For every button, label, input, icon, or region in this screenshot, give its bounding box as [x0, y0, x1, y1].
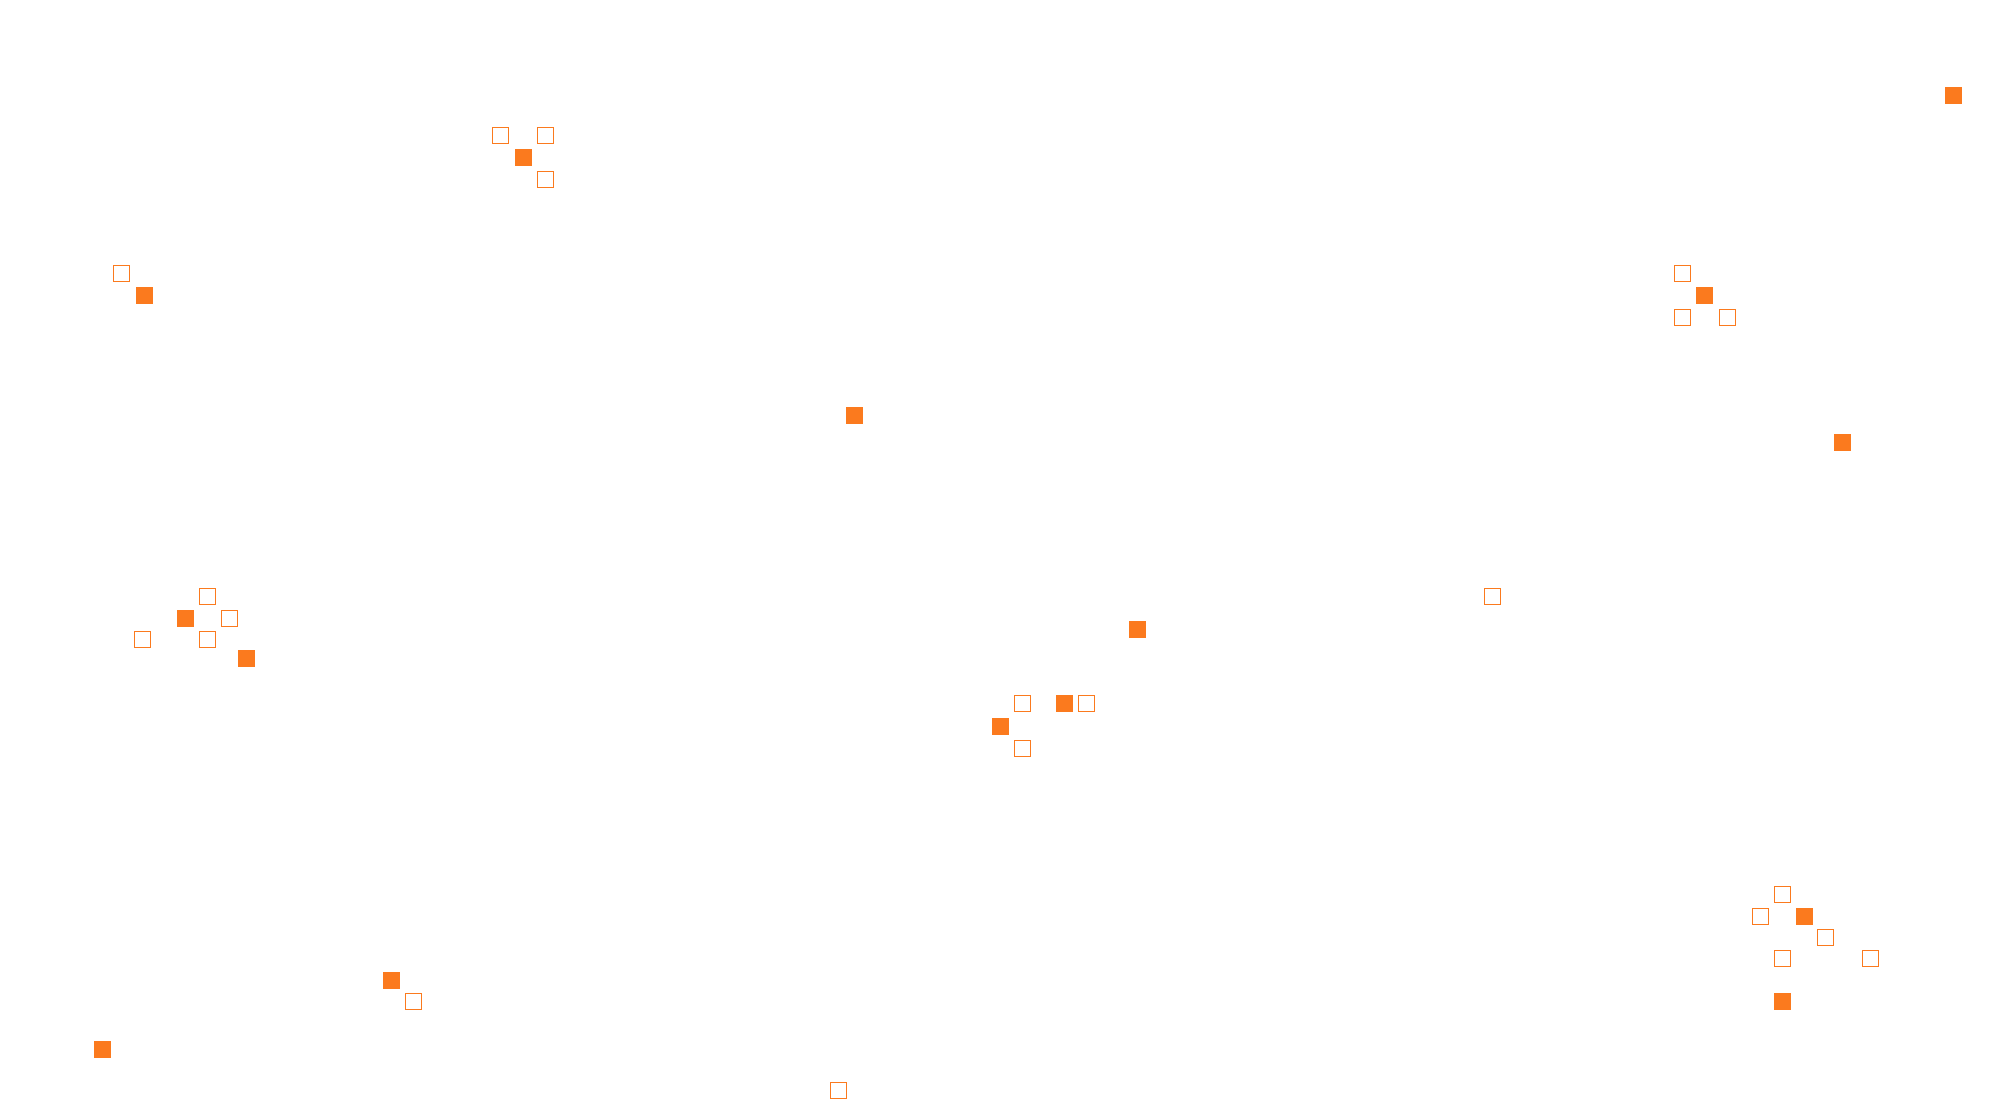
- filled-square-icon: [1945, 87, 1963, 105]
- outlined-square-icon: [133, 631, 151, 649]
- filled-square-icon: [177, 609, 195, 627]
- outlined-square-icon: [1752, 907, 1770, 925]
- filled-square-icon: [846, 407, 864, 425]
- filled-square-icon: [1834, 434, 1852, 452]
- outlined-square-icon: [198, 631, 216, 649]
- filled-square-icon: [136, 287, 154, 305]
- filled-square-icon: [1695, 287, 1713, 305]
- filled-square-icon: [1056, 695, 1074, 713]
- outlined-square-icon: [1773, 949, 1791, 967]
- outlined-square-icon: [1674, 265, 1692, 283]
- outlined-square-icon: [1077, 695, 1095, 713]
- outlined-square-icon: [1718, 308, 1736, 326]
- outlined-square-icon: [113, 265, 131, 283]
- filled-square-icon: [1129, 621, 1147, 639]
- outlined-square-icon: [198, 587, 216, 605]
- filled-square-icon: [992, 718, 1010, 736]
- outlined-square-icon: [1862, 949, 1880, 967]
- outlined-square-icon: [829, 1081, 847, 1099]
- outlined-square-icon: [1817, 929, 1835, 947]
- outlined-square-icon: [1013, 740, 1031, 758]
- filled-square-icon: [238, 650, 256, 668]
- outlined-square-icon: [536, 127, 554, 145]
- filled-square-icon: [514, 148, 532, 166]
- outlined-square-icon: [536, 170, 554, 188]
- outlined-square-icon: [1674, 308, 1692, 326]
- outlined-square-icon: [1013, 695, 1031, 713]
- outlined-square-icon: [220, 609, 238, 627]
- filled-square-icon: [93, 1040, 111, 1058]
- filled-square-icon: [383, 971, 401, 989]
- outlined-square-icon: [491, 127, 509, 145]
- filled-square-icon: [1773, 993, 1791, 1011]
- outlined-square-icon: [1773, 885, 1791, 903]
- outlined-square-icon: [404, 993, 422, 1011]
- filled-square-icon: [1795, 907, 1813, 925]
- outlined-square-icon: [1483, 587, 1501, 605]
